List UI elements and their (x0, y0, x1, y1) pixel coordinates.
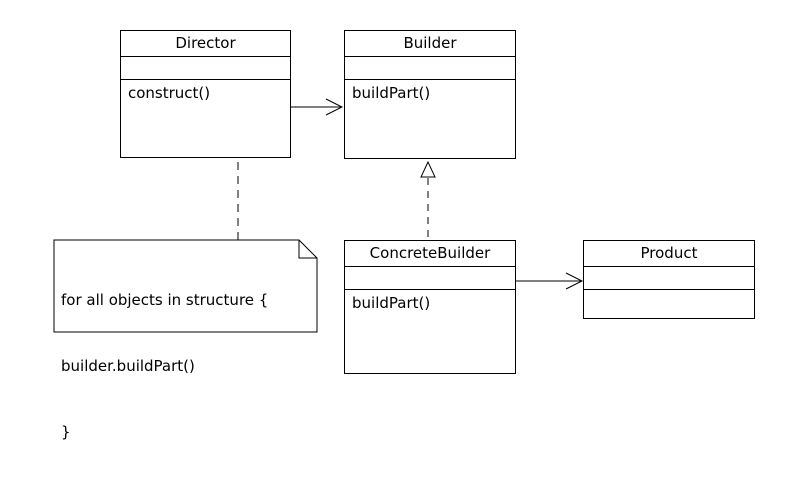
uml-class-diagram: Director construct() Builder buildPart()… (53, 30, 755, 441)
attributes-compartment (345, 57, 515, 80)
builder-class[interactable]: Builder buildPart() (344, 30, 516, 159)
product-class[interactable]: Product (583, 240, 755, 319)
attributes-compartment (121, 57, 290, 80)
note-fold (298, 240, 317, 259)
attributes-compartment (345, 267, 515, 290)
operations-compartment: construct() (121, 80, 290, 102)
class-name: Product (584, 241, 754, 267)
note-line: for all objects in structure { (61, 291, 269, 309)
connectors (53, 92, 584, 333)
attributes-compartment (584, 267, 754, 290)
director-class[interactable]: Director construct() (120, 30, 291, 158)
operations-compartment: buildPart() (345, 80, 515, 102)
note[interactable]: for all objects in structure { builder.b… (61, 245, 268, 487)
realization-arrowhead (420, 160, 436, 178)
class-name: Builder (345, 31, 515, 57)
operations-compartment: buildPart() (345, 290, 515, 312)
concretebuilder-class[interactable]: ConcreteBuilder buildPart() (344, 240, 516, 374)
operation: buildPart() (352, 84, 431, 102)
note-line: } (61, 423, 71, 441)
operations-compartment (584, 290, 754, 316)
class-name: ConcreteBuilder (345, 241, 515, 267)
class-name: Director (121, 31, 290, 57)
association-arrowhead (565, 272, 584, 290)
operation: buildPart() (352, 294, 431, 312)
operation: construct() (128, 84, 211, 102)
note-shape (53, 239, 318, 333)
association-arrowhead (325, 98, 344, 116)
note-line: builder.buildPart() (61, 357, 195, 375)
